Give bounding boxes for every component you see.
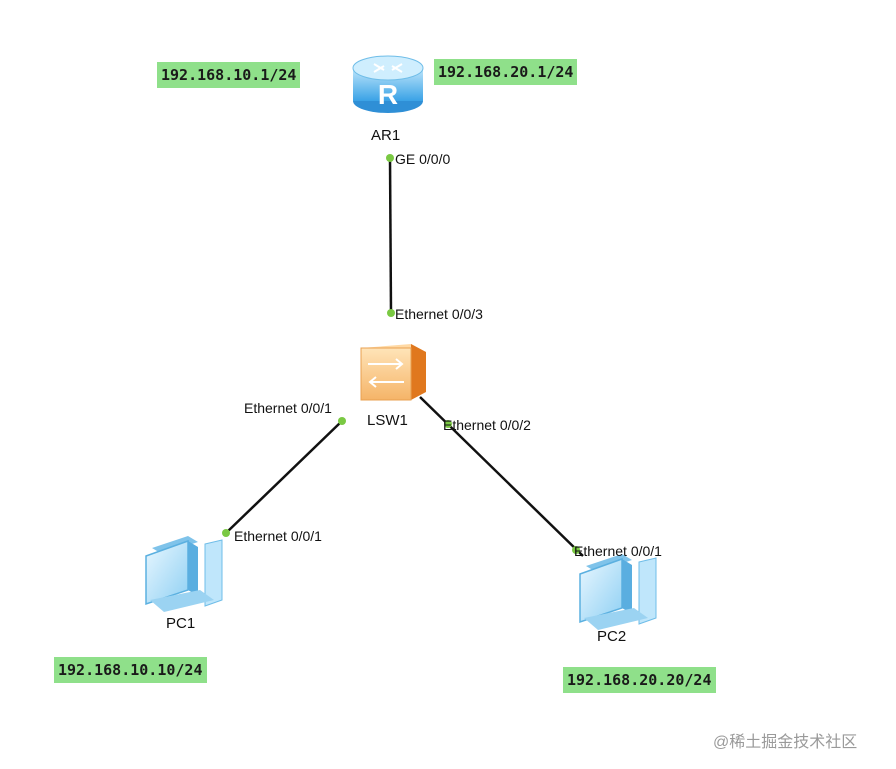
- port-dot-pc1-e1: [222, 529, 230, 537]
- port-label-pc2-e1: Ethernet 0/0/1: [574, 543, 662, 559]
- device-name-pc1: PC1: [166, 615, 196, 632]
- router-letter: R: [378, 79, 398, 110]
- watermark: @稀土掘金技术社区: [713, 734, 858, 751]
- port-label-router-ge: GE 0/0/0: [395, 151, 451, 167]
- pc2-icon[interactable]: [579, 554, 657, 630]
- port-dot-switch-e3: [387, 309, 395, 317]
- ip-label-router-left: 192.168.10.1/24: [157, 62, 301, 88]
- ip-label-pc2: 192.168.20.20/24: [563, 667, 716, 693]
- router-icon[interactable]: R: [352, 55, 424, 113]
- device-name-switch: LSW1: [367, 412, 408, 429]
- port-dot-switch-e2: [444, 420, 452, 428]
- port-dot-switch-e1: [338, 417, 346, 425]
- port-label-switch-e3: Ethernet 0/0/3: [395, 306, 483, 322]
- link-ar1-lsw1[interactable]: [388, 157, 393, 314]
- device-name-pc2: PC2: [597, 628, 627, 645]
- link-lsw1-pc1[interactable]: [225, 420, 343, 534]
- ip-label-router-right: 192.168.20.1/24: [434, 59, 578, 85]
- port-dot-pc2-e1: [572, 546, 580, 554]
- device-name-router: AR1: [371, 127, 401, 144]
- switch-icon[interactable]: [360, 344, 426, 401]
- port-dot-router-ge: [386, 154, 394, 162]
- ip-label-pc1: 192.168.10.10/24: [54, 657, 207, 683]
- port-label-switch-e1: Ethernet 0/0/1: [244, 400, 332, 416]
- port-label-switch-e2: Ethernet 0/0/2: [443, 417, 531, 433]
- pc1-icon[interactable]: [145, 536, 223, 612]
- port-label-pc1-e1: Ethernet 0/0/1: [234, 528, 322, 544]
